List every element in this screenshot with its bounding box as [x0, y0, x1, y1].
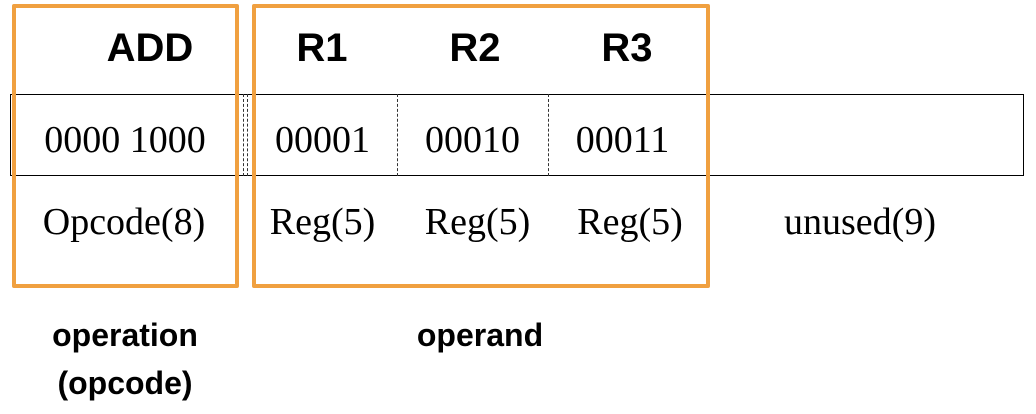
divider-reg2-reg3: [548, 94, 549, 176]
field-unused-label: unused(9): [784, 201, 936, 243]
caption-operation: operation: [52, 317, 198, 353]
mnemonic-r1: R1: [296, 26, 348, 70]
instruction-word-row: [10, 94, 1024, 176]
bits-reg2: 00010: [425, 119, 520, 161]
divider-reg1-reg2: [397, 94, 398, 176]
operation-highlight-box: [12, 4, 239, 288]
caption-operand: operand: [416, 317, 544, 353]
mnemonic-add: ADD: [106, 26, 194, 70]
divider-opcode-reg1-double: [247, 94, 248, 176]
bits-opcode: 0000 1000: [44, 119, 206, 161]
field-reg1-label: Reg(5): [269, 201, 376, 243]
bits-reg3: 00011: [575, 119, 670, 161]
caption-opcode: (opcode): [57, 365, 193, 401]
operand-highlight-box: [252, 4, 710, 288]
mnemonic-r3: R3: [601, 26, 653, 70]
divider-opcode-reg1: [243, 94, 244, 176]
mnemonic-r2: R2: [449, 26, 501, 70]
bits-reg1: 00001: [275, 119, 370, 161]
field-reg2-label: Reg(5): [424, 201, 531, 243]
field-opcode-label: Opcode(8): [42, 201, 206, 243]
field-reg3-label: Reg(5): [577, 201, 683, 243]
